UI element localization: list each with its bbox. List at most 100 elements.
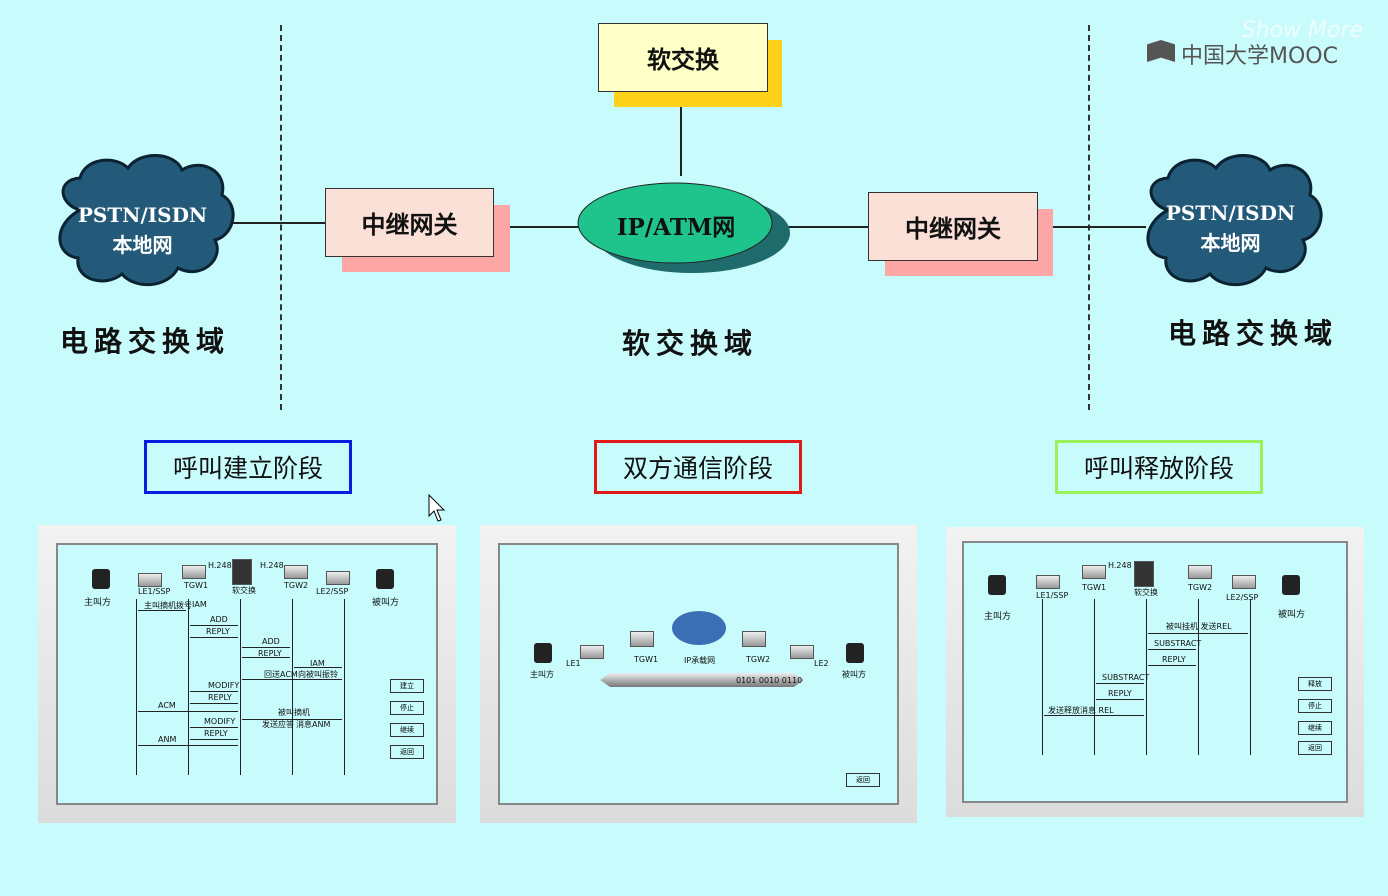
p1-btn-setup[interactable]: 建立 xyxy=(390,679,424,693)
p1-arrow-6 xyxy=(242,679,342,680)
p2-caller-phone-icon xyxy=(534,643,552,663)
cloud-left-line1: PSTN/ISDN xyxy=(77,203,208,227)
link-cloud-gateway-left xyxy=(225,222,327,224)
p1-arrow-4 xyxy=(242,657,290,658)
cloud-left: PSTN/ISDN 本地网 xyxy=(50,150,235,290)
p1-msg-11: ACM xyxy=(158,701,176,710)
p3-btn-release[interactable]: 释放 xyxy=(1298,677,1332,691)
p3-btn-continue[interactable]: 继续 xyxy=(1298,721,1332,735)
p3-dev-label-0: LE1/SSP xyxy=(1036,591,1069,600)
p1-lifeline-0 xyxy=(136,599,137,775)
panel-setup-inner: 主叫方 被叫方 H.248 H.248 LE1/SSP TGW1 软交换 TGW… xyxy=(56,543,438,805)
p1-msg-16: 消息ANM xyxy=(296,720,331,729)
phase-communication-label: 双方通信阶段 xyxy=(622,454,773,483)
watermark-top: Show More xyxy=(1241,18,1363,43)
gateway-right-label: 中继网关 xyxy=(905,215,1001,243)
p3-arrow-3 xyxy=(1096,683,1144,684)
p3-dev-label-2: 软交换 xyxy=(1134,588,1158,597)
p1-btn-return[interactable]: 返回 xyxy=(390,745,424,759)
caller-phone-icon xyxy=(92,569,110,589)
panel-release-inner: 主叫方 被叫方 H.248 LE1/SSP TGW1 软交换 TGW2 LE2/… xyxy=(962,541,1348,803)
p1-msg-2: ADD xyxy=(210,615,228,624)
p1-arrow-8 xyxy=(190,703,238,704)
p1-dev-label-2: 软交换 xyxy=(232,586,256,595)
p2-dev-label-0: LE1 xyxy=(566,659,581,668)
p2-btn-return[interactable]: 返回 xyxy=(846,773,880,787)
divider-left xyxy=(280,25,282,410)
p1-arrow-0 xyxy=(138,610,186,611)
p1-h248-b: H.248 xyxy=(260,561,284,570)
p1-msg-0: 主叫摘机拨号 xyxy=(144,601,192,610)
watermark-brand: 中国大学MOOC xyxy=(1181,44,1338,69)
p1-msg-15: 发送应答 xyxy=(262,720,294,729)
p3-btn-stop[interactable]: 停止 xyxy=(1298,699,1332,713)
p3-lifeline-2 xyxy=(1146,599,1147,755)
p2-dev-label-2: IP承载网 xyxy=(684,656,716,665)
phase-communication-button[interactable]: 双方通信阶段 xyxy=(594,440,802,494)
p1-dev-label-3: TGW2 xyxy=(284,581,309,590)
gateway-right: 中继网关 xyxy=(868,192,1038,261)
p3-device-softswitch xyxy=(1134,561,1154,587)
phase-setup-label: 呼叫建立阶段 xyxy=(172,454,323,483)
p3-lifeline-0 xyxy=(1042,599,1043,755)
p1-msg-14: REPLY xyxy=(204,729,228,738)
divider-right xyxy=(1088,25,1090,410)
p1-msg-13: MODIFY xyxy=(204,717,236,726)
p1-arrow-3 xyxy=(242,647,290,648)
link-gateway-ipatm-left xyxy=(492,226,582,228)
p2-stream-bar xyxy=(600,673,804,687)
p1-arrow-9 xyxy=(138,711,238,712)
p1-device-le1 xyxy=(138,573,162,587)
phase-setup-button[interactable]: 呼叫建立阶段 xyxy=(144,440,352,494)
p3-device-le2 xyxy=(1232,575,1256,589)
p3-dev-label-4: LE2/SSP xyxy=(1226,593,1259,602)
ipatm-label: IP/ATM网 xyxy=(616,214,736,241)
p3-btn-return[interactable]: 返回 xyxy=(1298,741,1332,755)
p2-device-le2 xyxy=(790,645,814,659)
p2-caller: 主叫方 xyxy=(530,670,554,679)
p3-h248: H.248 xyxy=(1108,561,1132,570)
p1-arrow-10 xyxy=(242,719,342,720)
callee-phone-icon xyxy=(376,569,394,589)
p2-ip-network-icon xyxy=(672,611,726,645)
cloud-right-icon xyxy=(1146,154,1323,287)
p1-device-tgw2 xyxy=(284,565,308,579)
p3-lifeline-1 xyxy=(1094,599,1095,755)
p1-device-softswitch xyxy=(232,559,252,585)
softswitch-label: 软交换 xyxy=(647,46,719,74)
p2-device-le1 xyxy=(580,645,604,659)
p1-lifeline-1 xyxy=(188,599,189,775)
p1-callee: 被叫方 xyxy=(372,598,400,608)
p3-msg-3: SUBSTRACT xyxy=(1102,673,1150,682)
p3-msg-4: REPLY xyxy=(1108,689,1132,698)
p1-arrow-5 xyxy=(294,667,342,668)
p3-arrow-0 xyxy=(1148,633,1248,634)
p1-device-tgw1 xyxy=(182,565,206,579)
p1-arrow-7 xyxy=(190,691,238,692)
domain-right: 电路交换域 xyxy=(1168,317,1339,350)
gateway-left-label: 中继网关 xyxy=(361,211,458,239)
p1-arrow-11 xyxy=(190,727,238,728)
domain-left: 电路交换域 xyxy=(60,325,231,358)
p3-lifeline-4 xyxy=(1250,599,1251,755)
link-softswitch-ipatm xyxy=(680,90,682,176)
mouse-cursor-icon xyxy=(428,494,446,522)
p1-btn-continue[interactable]: 继续 xyxy=(390,723,424,737)
p1-lifeline-4 xyxy=(344,599,345,775)
p1-lifeline-2 xyxy=(240,599,241,775)
p1-msg-7: 回送ACM xyxy=(264,670,298,679)
gateway-left: 中继网关 xyxy=(325,188,494,257)
softswitch-box: 软交换 xyxy=(598,23,768,92)
p2-device-tgw2 xyxy=(742,631,766,647)
p3-device-tgw1 xyxy=(1082,565,1106,579)
p1-dev-label-4: LE2/SSP xyxy=(316,587,349,596)
watermark: Show More 中国大学MOOC xyxy=(1145,18,1375,69)
cloud-left-line2: 本地网 xyxy=(112,233,173,257)
phase-release-button[interactable]: 呼叫释放阶段 xyxy=(1055,440,1263,494)
p2-callee: 被叫方 xyxy=(842,670,866,679)
p2-dev-label-4: LE2 xyxy=(814,659,829,668)
p3-caller: 主叫方 xyxy=(984,612,1012,622)
p1-btn-stop[interactable]: 停止 xyxy=(390,701,424,715)
p1-arrow-1 xyxy=(190,625,238,626)
p3-dev-label-3: TGW2 xyxy=(1188,583,1213,592)
